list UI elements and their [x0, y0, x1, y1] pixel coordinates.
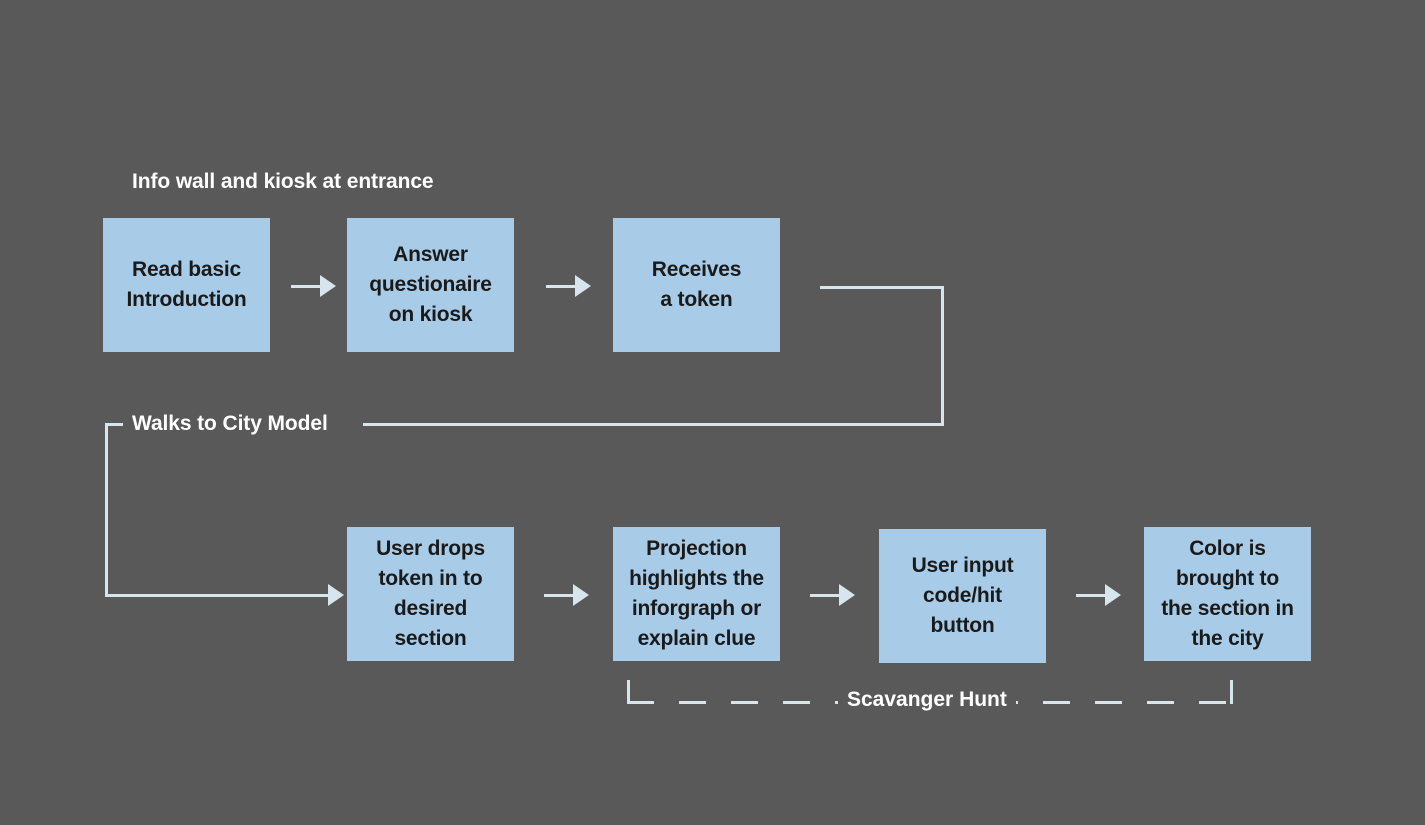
node-answer-questionaire-on-kiosk[interactable]: Answer questionaire on kiosk [347, 218, 514, 352]
arrow-head-icon [328, 584, 344, 606]
arrow-shaft [105, 593, 328, 597]
group-label-scavanger-hunt: Scavanger Hunt [838, 688, 1016, 712]
arrow-head-icon [573, 584, 589, 606]
bracket-right-corner [1230, 680, 1233, 704]
arrow-shaft [546, 284, 575, 288]
connector-token-vertical-right [941, 286, 944, 425]
bracket-left-corner [627, 680, 630, 704]
arrow-questionaire-to-token [546, 275, 591, 297]
arrow-head-icon [320, 275, 336, 297]
arrow-shaft [1076, 593, 1105, 597]
connector-walks-horizontal-left-stub [105, 423, 123, 426]
arrow-intro-to-questionaire [291, 275, 336, 297]
arrow-shaft [810, 593, 839, 597]
arrow-user-drops-to-projection [544, 584, 589, 606]
arrow-shaft [291, 284, 320, 288]
connector-walks-vertical-left [105, 423, 108, 597]
node-receives-a-token[interactable]: Receives a token [613, 218, 780, 352]
connector-token-top-horizontal [820, 286, 944, 289]
section-label-info-wall: Info wall and kiosk at entrance [132, 170, 434, 193]
arrow-shaft [544, 593, 573, 597]
arrow-head-icon [575, 275, 591, 297]
arrow-projection-to-user-input [810, 584, 855, 606]
node-user-input-code[interactable]: User input code/hit button [879, 529, 1046, 663]
node-user-drops-token[interactable]: User drops token in to desired section [347, 527, 514, 661]
connector-walks-horizontal-right [363, 423, 944, 426]
node-projection-highlights[interactable]: Projection highlights the inforgraph or … [613, 527, 780, 661]
arrow-user-input-to-color [1076, 584, 1121, 606]
arrow-walks-into-user-drops-token [105, 584, 344, 606]
node-color-brought-to-section[interactable]: Color is brought to the section in the c… [1144, 527, 1311, 661]
arrow-head-icon [1105, 584, 1121, 606]
arrow-head-icon [839, 584, 855, 606]
section-label-walks-to-city-model: Walks to City Model [132, 412, 328, 435]
node-read-basic-introduction[interactable]: Read basic Introduction [103, 218, 270, 352]
